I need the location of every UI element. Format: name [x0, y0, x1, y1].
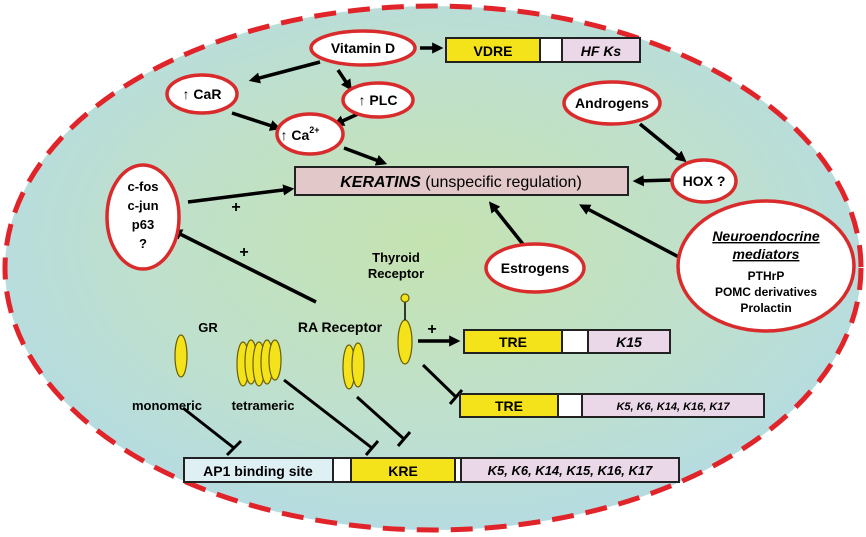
tre-label-2: TRE [495, 398, 523, 414]
plus-sign-thyroid: + [427, 321, 436, 338]
keratins-box: KERATINS (unspecific regulation) [294, 166, 629, 196]
gr-tetrameric-receptor [236, 339, 282, 387]
tf-p63: p63 [132, 217, 154, 232]
neuroendocrine-node: Neuroendocrine mediators PTHrP POMC deri… [676, 199, 856, 333]
svg-text:KERATINS (unspecific regulatio: KERATINS (unspecific regulation) [340, 174, 582, 191]
calcium-charge: 2+ [309, 125, 319, 135]
transcription-factors-node: c-fos c-jun p63 ? [105, 163, 181, 271]
androgens-label: Androgens [575, 95, 649, 111]
hox-node: HOX ? [670, 158, 738, 204]
thyroid-label-2: Receptor [368, 266, 424, 281]
tre-keratins-construct: TRE K5, K6, K14, K16, K17 [459, 393, 765, 418]
neuro-title-1: Neuroendocrine [712, 228, 820, 244]
kre-label: KRE [388, 463, 418, 479]
plus-sign-ra: + [239, 244, 248, 261]
inhibition-lines [182, 363, 464, 457]
ra-receptor-label: RA Receptor [298, 319, 383, 335]
neuro-pomc: POMC derivatives [715, 285, 817, 299]
ra-receptor-dimer [342, 342, 365, 390]
neuro-prolactin: Prolactin [740, 301, 791, 315]
car-label: ↑ CaR [183, 86, 222, 102]
svg-text:↑ Ca2+: ↑ Ca2+ [280, 125, 319, 143]
monomeric-label: monomeric [132, 398, 202, 413]
calcium-label: ↑ Ca [280, 127, 309, 143]
hf-ks-label: HF Ks [581, 43, 622, 59]
tre-genes-label: K5, K6, K14, K16, K17 [616, 401, 730, 413]
tre-label-1: TRE [499, 334, 527, 350]
kre-genes-label: K5, K6, K14, K15, K16, K17 [488, 463, 654, 478]
thyroid-receptor [397, 293, 413, 365]
vdre-gene-construct: VDRE HF Ks [445, 37, 641, 63]
keratins-note: (unspecific regulation) [421, 174, 582, 191]
tetrameric-label: tetrameric [232, 398, 295, 413]
k15-label: K15 [616, 334, 642, 350]
car-node: ↑ CaR [165, 73, 239, 115]
vitamin-d-node: Vitamin D [309, 29, 417, 67]
vdre-label: VDRE [474, 43, 513, 59]
plus-sign-tf: + [231, 199, 240, 216]
calcium-node: ↑ Ca2+ [275, 112, 345, 156]
keratins-label: KERATINS [340, 174, 421, 191]
vitamin-d-label: Vitamin D [331, 40, 395, 56]
neuro-pthrp: PTHrP [748, 269, 785, 283]
tf-cfos: c-fos [127, 179, 158, 194]
neuro-title-2: mediators [733, 246, 800, 262]
gr-label: GR [198, 320, 218, 335]
kre-gene-construct: AP1 binding site KRE K5, K6, K14, K15, K… [183, 457, 680, 483]
plc-label: ↑ PLC [359, 92, 398, 108]
tre-k15-construct: TRE K15 [463, 329, 671, 354]
thyroid-label-1: Thyroid [372, 250, 420, 265]
ap1-label: AP1 binding site [203, 463, 313, 479]
gr-monomeric-receptor [174, 334, 188, 378]
tf-unknown: ? [139, 236, 147, 251]
plc-node: ↑ PLC [341, 81, 415, 119]
arrows [170, 42, 695, 347]
estrogens-label: Estrogens [501, 260, 570, 276]
tf-cjun: c-jun [127, 198, 158, 213]
hox-label: HOX ? [683, 173, 726, 189]
estrogens-node: Estrogens [484, 242, 586, 294]
androgens-node: Androgens [562, 80, 662, 126]
